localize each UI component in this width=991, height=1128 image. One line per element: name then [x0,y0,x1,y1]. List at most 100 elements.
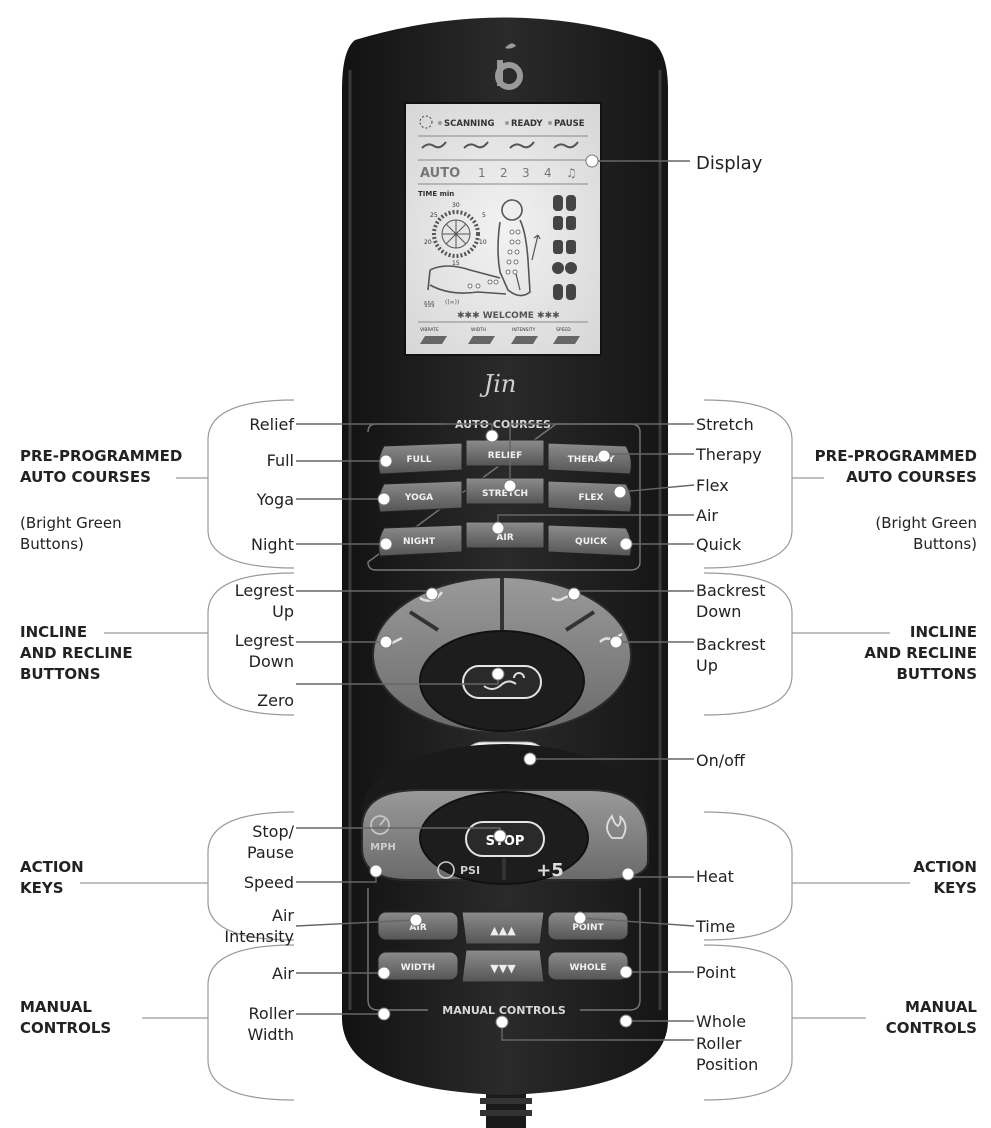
manual-button-label: AIR [409,923,426,933]
callout-roller-position: Roller Position [696,1034,759,1074]
auto-courses-title: AUTO COURSES [455,418,551,431]
svg-text:♫: ♫ [566,166,577,180]
svg-text:25: 25 [430,212,438,219]
action-pad: STOP MPH PSI +5 [361,744,649,885]
auto-course-button-shape [378,480,463,513]
auto-course-button-shape [547,442,632,475]
svg-text:WIDTH: WIDTH [471,327,486,333]
auto-course-label: FULL [407,455,432,465]
auto-course-button-air[interactable]: AIR [465,521,545,549]
callout-dot [379,537,393,551]
callout-heat: Heat [696,867,734,886]
speed-button[interactable]: MPH [370,815,396,853]
callout-dot [503,479,517,493]
auto-course-button-night[interactable]: NIGHT [378,524,463,557]
callout-dot [619,965,633,979]
display-auto: AUTO [420,166,460,181]
callout-speed: Speed [243,873,294,892]
callout-dot [491,521,505,535]
callout-dot [369,864,383,878]
callout-on-off: On/off [696,751,745,770]
display-status-pause: PAUSE [554,119,585,129]
callout-dot [613,485,627,499]
callout-dot [523,752,537,766]
heat-icon[interactable] [606,814,627,839]
section-manual-left: MANUAL CONTROLS [20,998,112,1037]
callout-dot [495,1015,509,1029]
section-action-right: ACTION KEYS [913,858,977,897]
callout-whole: Whole [696,1012,747,1031]
auto-course-button-relief[interactable]: RELIEF [465,439,545,467]
callout-dot [377,966,391,980]
callout-legrest-down: Legrest Down [234,631,294,671]
auto-course-label: RELIEF [488,451,522,461]
manual-button-whole[interactable]: WHOLE [547,951,629,981]
callout-night: Night [251,535,294,554]
svg-text:10: 10 [479,239,487,246]
auto-course-button-therapy[interactable]: THERAPY [547,442,632,475]
auto-course-button-shape [547,480,632,513]
svg-text:SPEED: SPEED [556,327,571,333]
callout-relief: Relief [249,415,294,434]
speed-label: MPH [370,842,396,853]
auto-course-label: QUICK [575,537,608,547]
auto-course-button-stretch[interactable]: STRETCH [465,477,545,505]
auto-course-button-shape [465,477,545,505]
body-figure-icon [427,199,541,297]
backrest-down-icon[interactable] [551,592,575,602]
roller-up-arrows: ▲▲▲ [490,924,516,937]
air-intensity-label: PSI [460,864,480,877]
svg-text:20: 20 [424,239,432,246]
manual-button-width[interactable]: WIDTH [377,951,459,981]
callout-quick: Quick [696,535,742,554]
callout-dot [379,635,393,649]
level-bars-icon [420,336,580,344]
manual-button-label: WIDTH [401,963,435,973]
auto-course-button-full[interactable]: FULL [378,442,463,475]
section-incline-left: INCLINE AND RECLINE BUTTONS [20,623,133,683]
callout-dot [493,829,507,843]
roller-down-arrows: ▼▼▼ [490,962,516,975]
callout-full: Full [266,451,294,470]
auto-course-button-shape [378,442,463,475]
roller-down-button[interactable]: ▼▼▼ [461,949,545,983]
svg-text:3: 3 [522,166,530,180]
svg-text:VIBRATE: VIBRATE [420,327,439,333]
callout-air-manual: Air [272,964,294,983]
massage-mode-icons [552,195,577,300]
section-auto-left: PRE-PROGRAMMED AUTO COURSES [20,447,183,486]
svg-text:((∞)): ((∞)) [445,299,459,306]
callout-dot [585,154,599,168]
callout-leader-line [619,484,695,493]
auto-course-button-yoga[interactable]: YOGA [378,480,463,513]
callout-dot [567,587,581,601]
callout-zero: Zero [257,691,294,710]
callout-display: Display [696,153,763,174]
auto-course-button-flex[interactable]: FLEX [547,480,632,513]
display-status-ready: READY [511,119,543,129]
svg-text:5: 5 [482,212,486,219]
incline-recline-pad [372,576,632,734]
svg-text:1: 1 [478,166,486,180]
roller-up-button[interactable]: ▲▲▲ [461,911,545,945]
callout-leader-line [295,919,417,927]
auto-course-button-shape [465,439,545,467]
callout-dot [409,913,423,927]
section-incline-right: INCLINE AND RECLINE BUTTONS [864,623,977,683]
callout-dot [485,429,499,443]
cable [486,1090,526,1128]
brand-name: Jin [479,370,517,398]
callout-leader-line [509,423,694,486]
callout-leader-line [579,917,695,927]
callout-backrest-up: Backrest Up [696,635,766,675]
svg-text:2: 2 [500,166,508,180]
callout-dot [425,587,439,601]
auto-course-label: YOGA [404,493,433,503]
manual-controls-title: MANUAL CONTROLS [442,1004,566,1017]
air-intensity-button[interactable]: PSI [437,861,480,879]
callout-dot [573,911,587,925]
auto-course-button-quick[interactable]: QUICK [547,524,632,557]
auto-course-label: THERAPY [568,455,615,465]
manual-button-point[interactable]: POINT [547,911,629,941]
time-button[interactable]: +5 [536,860,564,881]
